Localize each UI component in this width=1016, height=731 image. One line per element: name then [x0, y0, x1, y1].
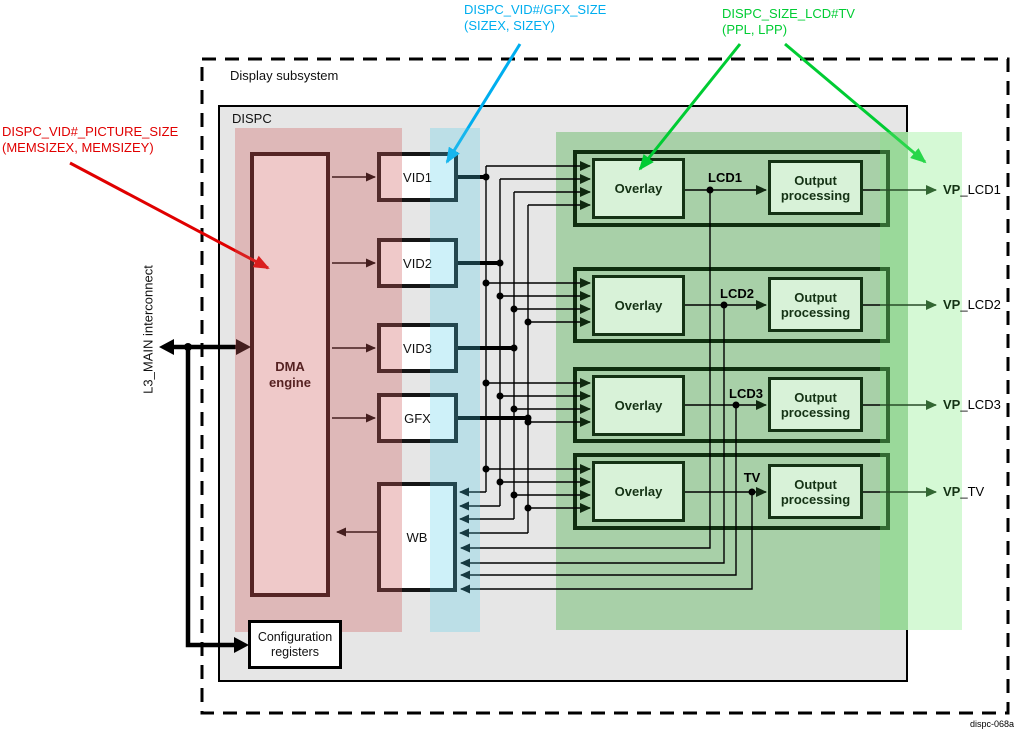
channel-label-lcd2: LCD2 [720, 286, 754, 301]
dma-label-line2: engine [269, 374, 311, 390]
vid2-pipeline-block: VID2 [377, 238, 458, 288]
size-lcd-tv-annotation: DISPC_SIZE_LCD#TV (PPL, LPP) [722, 6, 855, 38]
overlay-label: Overlay [614, 181, 663, 196]
size-lcd-tv-line2: (PPL, LPP) [722, 22, 788, 37]
display-subsystem-title: Display subsystem [230, 68, 339, 83]
figure-id-label: dispc-068a [969, 719, 1014, 729]
vp-bold: VP [943, 397, 961, 412]
vid-gfx-size-annotation: DISPC_VID#/GFX_SIZE (SIZEX, SIZEY) [464, 2, 606, 34]
overlay-block-lcd3: Overlay [592, 375, 685, 436]
vid3-pipeline-block: VID3 [377, 323, 458, 373]
proc-label-line2: processing [780, 491, 851, 507]
picture-size-annotation: DISPC_VID#_PICTURE_SIZE (MEMSIZEX, MEMSI… [2, 124, 178, 156]
proc-label-line1: Output [794, 172, 837, 188]
wb-label: WB [406, 529, 428, 545]
overlay-block-tv: Overlay [592, 461, 685, 522]
vid2-label: VID2 [403, 255, 432, 271]
port-label-vp-lcd2: VP_LCD2 [943, 297, 1001, 312]
vid1-pipeline-block: VID1 [377, 152, 458, 202]
port-label-vp-tv: VP_TV [943, 484, 984, 499]
vid1-label: VID1 [403, 169, 432, 185]
proc-label-line2: processing [780, 404, 851, 420]
vp-bold: VP [943, 182, 961, 197]
port-label-vp-lcd3: VP_LCD3 [943, 397, 1001, 412]
overlay-block-lcd1: Overlay [592, 158, 685, 219]
vp-suffix: _LCD3 [960, 397, 1001, 412]
config-label-line2: registers [271, 644, 319, 659]
output-processing-block-lcd3: Output processing [768, 377, 863, 432]
dispc-title: DISPC [232, 111, 272, 126]
dma-engine-block: DMA engine [250, 152, 330, 597]
dma-label-line1: DMA [275, 358, 305, 374]
channel-label-tv: TV [743, 470, 761, 485]
overlay-label: Overlay [614, 298, 663, 313]
proc-label-line1: Output [794, 289, 837, 305]
picture-size-line2: (MEMSIZEX, MEMSIZEY) [2, 140, 154, 155]
gfx-label: GFX [404, 410, 431, 426]
proc-label-line2: processing [780, 187, 851, 203]
proc-label-line2: processing [780, 304, 851, 320]
vp-suffix: _LCD2 [960, 297, 1001, 312]
gfx-pipeline-block: GFX [377, 393, 458, 443]
channel-label-lcd1: LCD1 [708, 170, 742, 185]
vid-gfx-size-line2: (SIZEX, SIZEY) [464, 18, 556, 33]
vid-gfx-size-line1: DISPC_VID#/GFX_SIZE [464, 2, 607, 17]
vp-suffix: _LCD1 [960, 182, 1001, 197]
output-processing-block-lcd1: Output processing [768, 160, 863, 215]
size-lcd-tv-line1: DISPC_SIZE_LCD#TV [722, 6, 855, 21]
port-label-vp-lcd1: VP_LCD1 [943, 182, 1001, 197]
proc-label-line1: Output [794, 389, 837, 405]
vp-suffix: _TV [960, 484, 985, 499]
configuration-registers-block: Configuration registers [248, 620, 342, 669]
picture-size-line1: DISPC_VID#_PICTURE_SIZE [2, 124, 179, 139]
overlay-label: Overlay [614, 484, 663, 499]
config-label-line1: Configuration [257, 629, 333, 644]
vid3-label: VID3 [403, 340, 432, 356]
wb-writeback-block: WB [377, 482, 457, 592]
overlay-label: Overlay [614, 398, 663, 413]
l3-main-interconnect-label: L3_MAIN interconnect [140, 265, 156, 394]
vp-bold: VP [943, 297, 961, 312]
proc-label-line1: Output [794, 476, 837, 492]
overlay-block-lcd2: Overlay [592, 275, 685, 336]
vp-bold: VP [943, 484, 961, 499]
channel-label-lcd3: LCD3 [729, 386, 763, 401]
output-processing-block-lcd2: Output processing [768, 277, 863, 332]
output-processing-block-tv: Output processing [768, 464, 863, 519]
